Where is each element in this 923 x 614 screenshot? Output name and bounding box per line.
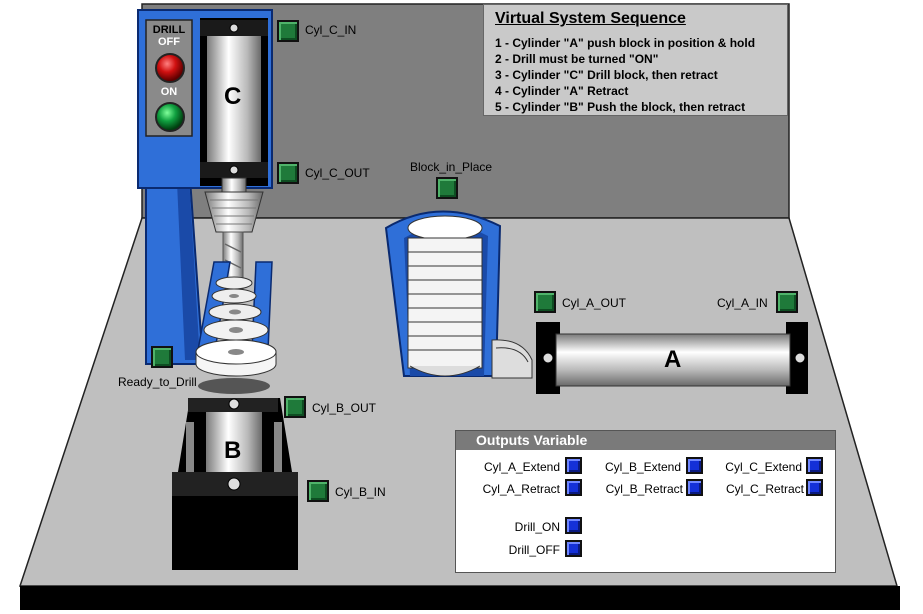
cyl-c-letter: C	[224, 83, 242, 110]
cyl-b-letter: B	[224, 437, 242, 464]
sensor-cyl-a-in[interactable]	[776, 291, 798, 313]
drill-title: DRILL	[152, 24, 186, 36]
drill-off-label: OFF	[158, 36, 180, 48]
output-cyl-a-extend-button[interactable]	[565, 457, 582, 474]
output-cyl-b-retract-label: Cyl_B_Retract	[605, 482, 683, 496]
output-cyl-b-extend-label: Cyl_B_Extend	[604, 460, 681, 474]
sensor-cyl-c-in[interactable]	[277, 20, 299, 42]
sensor-cyl-a-in-label: Cyl_A_IN	[717, 296, 768, 310]
drill-panel-labels: DRILL OFF ON	[146, 20, 192, 98]
sequence-step: 2 - Drill must be turned "ON"	[495, 52, 659, 66]
sequence-title: Virtual System Sequence	[495, 10, 686, 27]
sequence-step: 4 - Cylinder "A" Retract	[495, 84, 629, 98]
cyl-c-body	[207, 36, 261, 162]
output-drill-off-label: Drill_OFF	[508, 543, 560, 557]
cyl-a-body	[555, 333, 791, 387]
output-drill-on-label: Drill_ON	[514, 520, 560, 534]
sensor-cyl-a-out[interactable]	[534, 291, 556, 313]
sensor-cyl-c-in-label: Cyl_C_IN	[305, 23, 357, 37]
sensor-cyl-b-in[interactable]	[307, 480, 329, 502]
output-cyl-c-extend-button[interactable]	[806, 457, 823, 474]
cyl-b-body	[206, 412, 262, 482]
sensor-cyl-b-in-label: Cyl_B_IN	[335, 485, 386, 499]
sequence-step: 3 - Cylinder "C" Drill block, then retra…	[495, 68, 718, 82]
output-cyl-a-retract-button[interactable]	[565, 479, 582, 496]
sensor-ready-to-drill-label: Ready_to_Drill	[118, 375, 197, 389]
sensor-ready-to-drill[interactable]	[151, 346, 173, 368]
sequence-panel: Virtual System Sequence 1 - Cylinder "A"…	[483, 4, 788, 116]
sensor-cyl-b-out[interactable]	[284, 396, 306, 418]
output-cyl-b-retract-button[interactable]	[686, 479, 703, 496]
sequence-step: 1 - Cylinder "A" push block in position …	[495, 36, 756, 50]
drill-column-shade	[176, 160, 200, 360]
output-cyl-c-retract-button[interactable]	[806, 479, 823, 496]
output-cyl-c-retract-label: Cyl_C_Retract	[725, 482, 804, 496]
output-drill-off-button[interactable]	[565, 540, 582, 557]
sensor-block-in-place[interactable]	[436, 177, 458, 199]
block-stack	[407, 215, 483, 377]
sensor-cyl-b-out-label: Cyl_B_OUT	[312, 401, 377, 415]
drill-on-lamp	[155, 102, 185, 132]
drill-on-label: ON	[160, 86, 178, 98]
sensor-cyl-c-out-label: Cyl_C_OUT	[305, 166, 370, 180]
sensor-cyl-a-out-label: Cyl_A_OUT	[562, 296, 627, 310]
base-edge	[20, 586, 900, 610]
sequence-step: 5 - Cylinder "B" Push the block, then re…	[495, 100, 746, 114]
output-drill-on-button[interactable]	[565, 517, 582, 534]
output-cyl-b-extend-button[interactable]	[686, 457, 703, 474]
cyl-a-letter: A	[664, 346, 682, 373]
sensor-cyl-c-out[interactable]	[277, 162, 299, 184]
outputs-panel: Outputs Variable Cyl_A_Extend Cyl_A_Retr…	[455, 430, 836, 573]
drill-off-lamp	[155, 53, 185, 83]
output-cyl-a-retract-label: Cyl_A_Retract	[482, 482, 560, 496]
output-cyl-c-extend-label: Cyl_C_Extend	[725, 460, 802, 474]
outputs-title: Outputs Variable	[456, 431, 835, 450]
sensor-block-in-place-label: Block_in_Place	[410, 160, 493, 174]
output-cyl-a-extend-label: Cyl_A_Extend	[483, 460, 560, 474]
